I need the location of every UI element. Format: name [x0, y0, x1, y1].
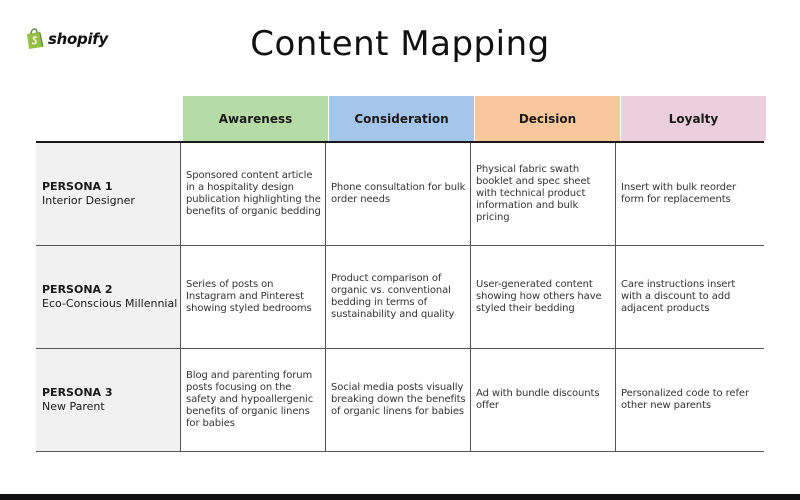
bottom-bar: [0, 494, 800, 500]
table-cell: Product comparison of organic vs. conven…: [326, 246, 471, 348]
table-row: PERSONA 3 New Parent Blog and parenting …: [36, 349, 764, 452]
content-mapping-table: Awareness Consideration Decision Loyalty…: [36, 96, 766, 452]
persona-label: PERSONA 1: [42, 180, 113, 193]
table-cell: Social media posts visually breaking dow…: [326, 349, 471, 451]
table-cell: Series of posts on Instagram and Pintere…: [181, 246, 326, 348]
stage-awareness: Awareness: [182, 96, 328, 141]
table-cell: Phone consultation for bulk order needs: [326, 143, 471, 245]
persona-label: PERSONA 2: [42, 283, 113, 296]
table-cell: Sponsored content article in a hospitali…: [181, 143, 326, 245]
table-cell: Physical fabric swath booklet and spec s…: [471, 143, 616, 245]
table-header-row: Awareness Consideration Decision Loyalty: [36, 96, 766, 143]
persona-role: Eco-Conscious Millennial: [42, 297, 178, 310]
persona-2-header: PERSONA 2 Eco-Conscious Millennial: [36, 246, 181, 348]
table-cell: Blog and parenting forum posts focusing …: [181, 349, 326, 451]
shopping-bag-icon: [27, 28, 44, 49]
brand-name: shopify: [48, 30, 108, 48]
shopify-logo: shopify: [24, 28, 108, 50]
stage-consideration: Consideration: [328, 96, 474, 141]
header-corner: [36, 96, 182, 141]
table-row: PERSONA 2 Eco-Conscious Millennial Serie…: [36, 246, 764, 349]
table-cell: Personalized code to refer other new par…: [621, 388, 749, 411]
table-cell: Care instructions insert with a discount…: [621, 279, 736, 314]
page-title: Content Mapping: [250, 24, 550, 64]
table-row: PERSONA 1 Interior Designer Sponsored co…: [36, 143, 764, 246]
table-cell: Ad with bundle discounts offer: [471, 349, 616, 451]
persona-role: Interior Designer: [42, 194, 135, 207]
table-cell: User-generated content showing how other…: [471, 246, 616, 348]
table-cell: Insert with bulk reorder form for replac…: [621, 182, 736, 205]
stage-decision: Decision: [474, 96, 620, 141]
persona-3-header: PERSONA 3 New Parent: [36, 349, 181, 451]
persona-role: New Parent: [42, 400, 105, 413]
stage-loyalty: Loyalty: [620, 96, 766, 141]
persona-label: PERSONA 3: [42, 386, 113, 399]
persona-1-header: PERSONA 1 Interior Designer: [36, 143, 181, 245]
